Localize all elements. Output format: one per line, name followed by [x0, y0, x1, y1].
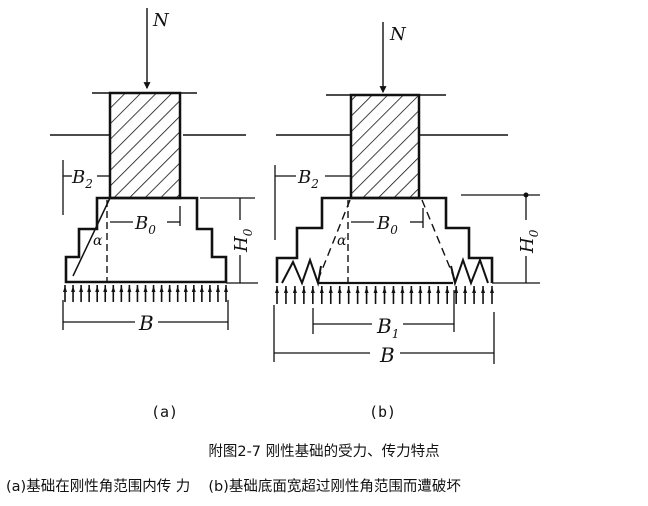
reaction-arrow-head	[207, 286, 212, 292]
load-label-a: N	[152, 10, 170, 31]
reaction-arrow-head	[159, 286, 164, 292]
reaction-arrow-head	[127, 286, 132, 292]
panel-a-description: (a)基础在刚性角范围内传 力	[6, 479, 191, 495]
wall-a	[108, 91, 182, 200]
reaction-arrow-head	[319, 287, 324, 293]
reaction-arrow-head	[310, 287, 315, 293]
reaction-arrow-head	[346, 287, 351, 293]
reaction-arrow-head	[143, 286, 148, 292]
reaction-arrow-head	[472, 287, 477, 293]
stepped-footing-a	[64, 196, 228, 284]
crack-right-b	[450, 256, 489, 287]
reaction-arrow-head	[175, 286, 180, 292]
reaction-arrow-head	[103, 286, 108, 292]
b1-label-b: B1	[376, 314, 399, 341]
soil-reaction-arrows-b	[275, 286, 494, 304]
reaction-arrow-head	[275, 287, 279, 293]
rigid-angle-line-left-b	[317, 199, 351, 281]
reaction-arrow-head	[373, 287, 378, 293]
reaction-arrow-head	[490, 287, 494, 293]
reaction-arrow-head	[481, 287, 486, 293]
reaction-arrow-head	[454, 287, 459, 293]
b-label-a: B	[138, 311, 154, 335]
reaction-arrow-head	[151, 286, 156, 292]
reaction-arrow-head	[292, 287, 297, 293]
stepped-footing-b	[275, 196, 494, 283]
alpha-label-b: α	[337, 233, 347, 249]
h0-label-a: H0	[231, 228, 255, 253]
panel-b: N α B2 B0 H0 B1	[273, 22, 541, 367]
reaction-arrow-head	[191, 286, 196, 292]
rigid-angle-line-a	[72, 197, 111, 277]
panel-b-description: (b)基础底面宽超过刚性角范围而遭破坏	[208, 479, 461, 495]
reaction-arrow-head	[418, 287, 423, 293]
wall-b	[349, 93, 421, 200]
reaction-arrow-head	[337, 287, 342, 293]
reaction-arrow-head	[400, 287, 405, 293]
figure-title: 附图2-7 刚性基础的受力、传力特点	[208, 444, 440, 460]
reaction-arrow-head	[364, 287, 369, 293]
reaction-arrow-head	[119, 286, 124, 292]
rigid-angle-line-right-b	[421, 199, 456, 281]
reaction-arrow-head	[71, 286, 76, 292]
reaction-arrow-head	[135, 286, 140, 292]
reaction-arrow-head	[463, 287, 468, 293]
panel-a: N α B2 B0 H0 B	[50, 8, 258, 335]
reaction-arrow-head	[283, 287, 288, 293]
panel-b-label: (b)	[369, 403, 397, 421]
reaction-arrow-head	[199, 286, 204, 292]
reaction-arrow-head	[95, 286, 100, 292]
reaction-arrow-head	[436, 287, 441, 293]
h0-label-b: H0	[517, 229, 541, 254]
reaction-arrow-head	[382, 287, 387, 293]
reaction-arrow-head	[215, 286, 220, 292]
reaction-arrow-head	[301, 287, 306, 293]
reaction-arrow-head	[79, 286, 84, 292]
alpha-label-a: α	[93, 233, 103, 249]
panel-a-label: (a)	[151, 403, 179, 421]
reaction-arrow-head	[183, 286, 188, 292]
reaction-arrow-head	[167, 286, 172, 292]
reaction-arrow-head	[427, 287, 432, 293]
reaction-arrow-head	[111, 286, 116, 292]
reaction-arrow-head	[409, 287, 414, 293]
reaction-arrow-head	[87, 286, 92, 292]
b-label-b: B	[379, 343, 395, 367]
reaction-arrow-head	[224, 286, 228, 292]
reaction-arrow-head	[355, 287, 360, 293]
b0-label-a: B0	[134, 213, 156, 237]
reaction-arrow-head	[391, 287, 396, 293]
reaction-arrow-head	[63, 286, 67, 292]
b2-label-b: B2	[297, 167, 319, 191]
reaction-arrow-head	[328, 287, 333, 293]
reaction-arrow-head	[445, 287, 450, 293]
soil-reaction-arrows-a	[63, 285, 228, 302]
b2-label-a: B2	[71, 167, 93, 191]
load-label-b: N	[389, 24, 407, 45]
crack-left-b	[281, 256, 322, 287]
figure-description: (a)基础在刚性角范围内传 力 (b)基础底面宽超过刚性角范围而遭破坏	[6, 475, 479, 496]
b0-label-b: B0	[376, 213, 398, 237]
